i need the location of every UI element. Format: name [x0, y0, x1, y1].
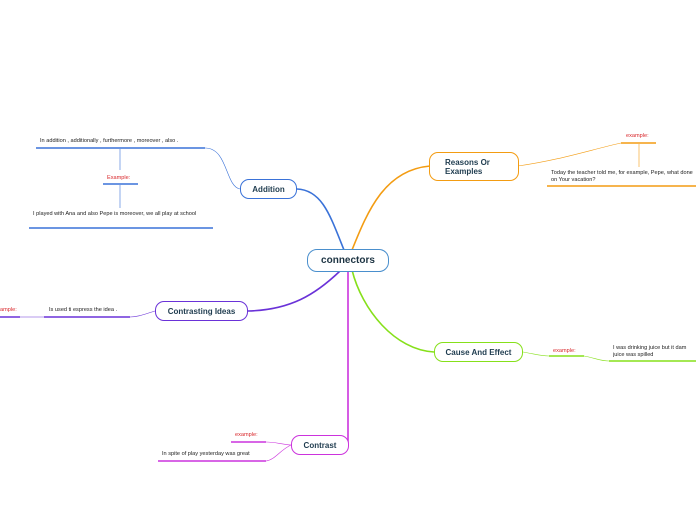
topic-contrasting-ideas[interactable]: Contrasting Ideas	[155, 301, 248, 321]
branch-line-cause	[351, 269, 435, 353]
cause-connector-2	[583, 355, 610, 362]
central-topic[interactable]: connectors	[307, 249, 389, 272]
contrast-example-label: example:	[235, 432, 258, 438]
addition-example-label: Example:	[107, 175, 131, 181]
cause-example-label: example:	[553, 348, 576, 354]
topic-reasons-or-examples[interactable]: Reasons Or Examples	[429, 152, 519, 181]
contrasting-example-label: ample:	[0, 307, 17, 313]
contrast-example-text: In spite of play yesterday was great	[162, 451, 250, 457]
reasons-example-label: example:	[626, 133, 649, 139]
cause-example-text: I was drinking juice but it dam juice wa…	[613, 345, 687, 358]
reasons-connector	[517, 142, 622, 167]
contrasting-connector	[129, 310, 156, 318]
addition-example-text: I played with Ana and also Pepe is moreo…	[33, 211, 197, 217]
topic-contrast[interactable]: Contrast	[291, 435, 349, 455]
central-topic-label: connectors	[321, 255, 375, 266]
branch-line-addition	[296, 188, 345, 251]
cause-connector	[522, 351, 550, 357]
addition-connector	[204, 147, 241, 190]
contrasting-definition: Is used ti espress the idea .	[49, 307, 118, 313]
topic-addition-label: Addition	[252, 184, 285, 194]
branch-line-contrasting	[247, 270, 341, 312]
addition-definition: In addition , additionally , furthermore…	[40, 138, 179, 144]
topic-reasons-label: Reasons Or Examples	[445, 157, 490, 176]
topic-cause-and-effect[interactable]: Cause And Effect	[434, 342, 523, 362]
topic-addition[interactable]: Addition	[240, 179, 297, 199]
topic-contrast-label: Contrast	[303, 440, 337, 450]
topic-cause-label: Cause And Effect	[445, 347, 512, 357]
contrast-connector-example	[265, 441, 292, 446]
branch-line-reasons	[351, 165, 431, 251]
topic-contrasting-label: Contrasting Ideas	[167, 306, 236, 316]
reasons-example-text: Today the teacher told me, for example, …	[551, 170, 693, 183]
contrast-connector-text	[265, 444, 292, 462]
